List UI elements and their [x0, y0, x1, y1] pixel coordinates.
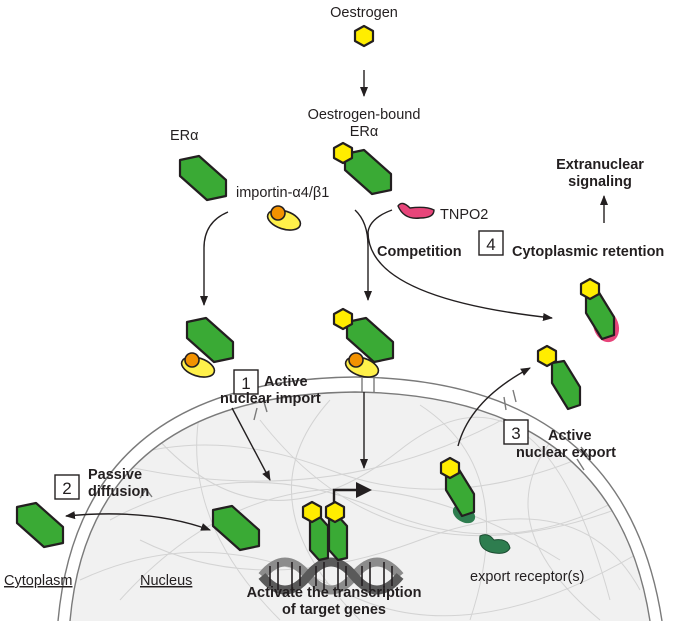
- oestrogen-molecule: [353, 24, 375, 48]
- oestrogen-on-era-exporting: [439, 456, 461, 480]
- importin-complex: [264, 205, 304, 235]
- step-box-4: [478, 230, 504, 256]
- label-transcription-2: of target genes: [282, 602, 386, 618]
- label-tnpo2: TNPO2: [440, 207, 488, 223]
- oestrogen-on-era-middle: [332, 307, 354, 331]
- label-passive-1: Passive: [88, 467, 142, 483]
- text-labels: Oestrogen Oestrogen-bound ERα ERα import…: [4, 5, 664, 618]
- step-box-3: [503, 419, 529, 445]
- step-boxes: 1 2 3 4: [54, 230, 529, 500]
- nuclear-export-arrow: [457, 367, 531, 447]
- oestrogen-on-era-exported: [536, 344, 558, 368]
- label-active-import-2: nuclear import: [220, 391, 321, 407]
- oestrogen-on-dimer-2: [324, 500, 346, 524]
- oestrogen-on-era-retained: [579, 277, 601, 301]
- label-active-import-1: Active: [264, 374, 308, 390]
- label-oestrogen-bound-2: ERα: [350, 124, 379, 140]
- label-oestrogen-bound-1: Oestrogen-bound: [308, 107, 421, 123]
- import-path-bound-era: [354, 209, 372, 301]
- step-box-2: [54, 474, 80, 500]
- arrows: [65, 70, 608, 531]
- oestrogen-on-era: [332, 141, 354, 165]
- step-number-1: 1: [241, 374, 250, 393]
- era-exported: [550, 359, 582, 411]
- label-competition: Competition: [377, 244, 462, 260]
- label-cytoplasm: Cytoplasm: [4, 573, 73, 589]
- passive-diffusion-arrow: [65, 511, 211, 531]
- era-free: [178, 154, 228, 202]
- step-box-1: [233, 369, 259, 395]
- label-cytoplasmic-retention: Cytoplasmic retention: [512, 244, 664, 260]
- label-era: ERα: [170, 128, 199, 144]
- label-oestrogen: Oestrogen: [330, 5, 398, 21]
- step-number-2: 2: [62, 479, 71, 498]
- label-export-receptor: export receptor(s): [470, 569, 584, 585]
- molecules: [15, 24, 620, 562]
- export-receptor: [479, 534, 511, 554]
- label-transcription-1: Activate the transcription: [247, 585, 422, 601]
- nuclear-pores: [139, 378, 590, 499]
- label-importin: importin-α4/β1: [236, 185, 329, 201]
- cytoplasmic-retention-arrow: [367, 209, 553, 322]
- era-dimer-2: [327, 514, 349, 562]
- import-path-free-era: [200, 211, 229, 306]
- label-active-export-2: nuclear export: [516, 445, 616, 461]
- step-number-4: 4: [486, 235, 495, 254]
- step-number-3: 3: [511, 424, 520, 443]
- label-nucleus: Nucleus: [140, 573, 192, 589]
- nuclear-import-arrow-1: [231, 407, 271, 481]
- nuclear-membrane-outer: [57, 376, 663, 621]
- chromatin-texture: [79, 399, 650, 621]
- label-extranuclear-2: signaling: [568, 174, 632, 190]
- nucleus-region: [57, 376, 663, 621]
- oestrogen-on-dimer-1: [301, 500, 323, 524]
- era-cytoplasm-diffusing: [15, 501, 65, 549]
- label-extranuclear-1: Extranuclear: [556, 157, 644, 173]
- label-passive-2: diffusion: [88, 484, 149, 500]
- dna-helix: [258, 557, 404, 595]
- tnpo2-protein: [397, 202, 435, 219]
- label-active-export-1: Active: [548, 428, 592, 444]
- nuclear-membrane-inner: [69, 391, 651, 621]
